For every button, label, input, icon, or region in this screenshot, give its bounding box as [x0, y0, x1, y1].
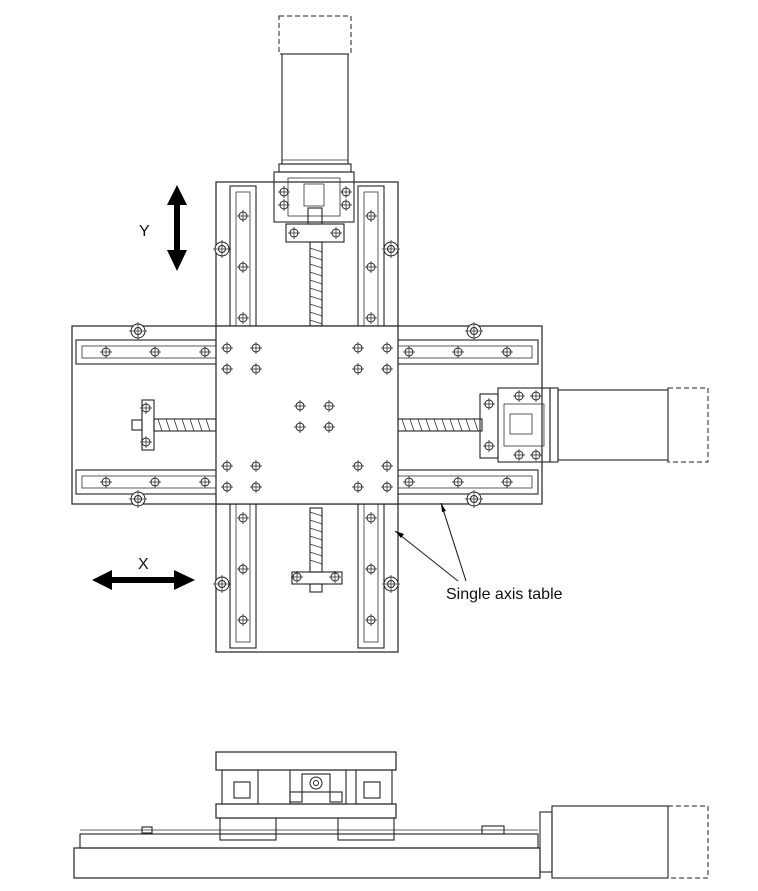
y-axis-label: Y [139, 223, 150, 240]
x-axis-arrow: X [92, 556, 195, 590]
single-axis-table-callout: Single axis table [394, 502, 563, 603]
top-view: Y X Single axis table [71, 15, 709, 653]
carriage-plate [215, 325, 399, 505]
y-axis-arrow: Y [139, 185, 187, 271]
y-axis-motor [278, 15, 352, 173]
x-axis-motor [549, 387, 709, 463]
side-view [73, 751, 709, 879]
callout-label: Single axis table [446, 586, 563, 603]
x-axis-label: X [138, 556, 149, 573]
